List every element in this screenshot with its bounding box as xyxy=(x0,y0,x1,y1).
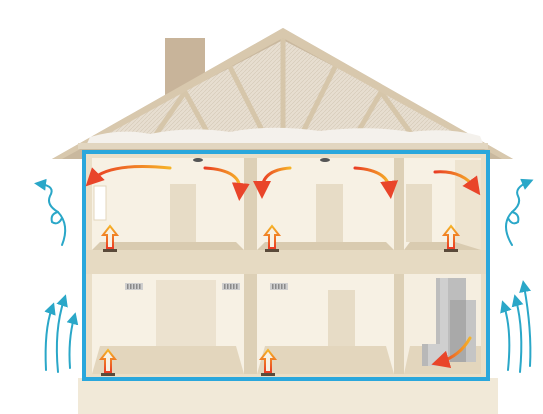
heat-arrow-lower-left xyxy=(98,348,118,373)
vent-lower-left-2 xyxy=(222,283,240,290)
floor-registers xyxy=(101,249,458,376)
door-lower-left xyxy=(156,280,216,346)
thermal-envelope-frame xyxy=(82,150,490,381)
roof xyxy=(52,28,513,159)
cool-arrow-left-bottom-b xyxy=(55,294,68,373)
warm-arrow-upper-right xyxy=(433,170,481,196)
rising-heat-arrows xyxy=(98,224,461,373)
floor-slab xyxy=(85,250,488,274)
warm-arrow-furnace xyxy=(431,336,472,369)
warm-arrow-upper-left-b xyxy=(203,166,250,201)
foundation xyxy=(78,378,498,414)
cool-arrow-left-bottom-c xyxy=(66,312,79,369)
vent-lower-middle xyxy=(270,283,288,290)
cool-arrow-right-bottom-a xyxy=(511,294,524,373)
warm-arrow-upper-middle-a xyxy=(253,166,292,199)
cool-arrow-right-bottom-c xyxy=(519,280,532,367)
door-lower-middle xyxy=(328,290,355,346)
cool-arrow-left-top-swirl xyxy=(50,211,63,225)
heat-arrow-lower-middle xyxy=(258,348,278,373)
heat-arrow-upper-right xyxy=(441,224,461,249)
cool-arrow-right-top xyxy=(505,178,534,246)
door-upper-right xyxy=(406,184,432,242)
cool-arrow-right-top-swirl xyxy=(507,211,520,225)
ceiling-light-left xyxy=(193,158,203,162)
cool-arrow-right-bottom-b xyxy=(500,300,512,371)
warm-arrow-upper-middle-b xyxy=(353,166,399,199)
ceiling-light-middle xyxy=(320,158,330,162)
door-upper-middle xyxy=(316,184,343,242)
warm-air-arrows xyxy=(85,165,481,369)
cool-arrow-left-bottom-a xyxy=(44,302,56,371)
house-body xyxy=(85,151,488,381)
heat-arrow-upper-middle xyxy=(262,224,282,249)
window-upper-left xyxy=(93,185,107,221)
outside-air-arrows xyxy=(34,178,534,373)
heat-arrow-upper-left xyxy=(100,224,120,249)
door-upper-left xyxy=(170,184,196,242)
warm-arrow-upper-left-a xyxy=(85,165,172,187)
cool-arrow-left-top xyxy=(34,178,67,246)
vent-lower-left-1 xyxy=(125,283,143,290)
